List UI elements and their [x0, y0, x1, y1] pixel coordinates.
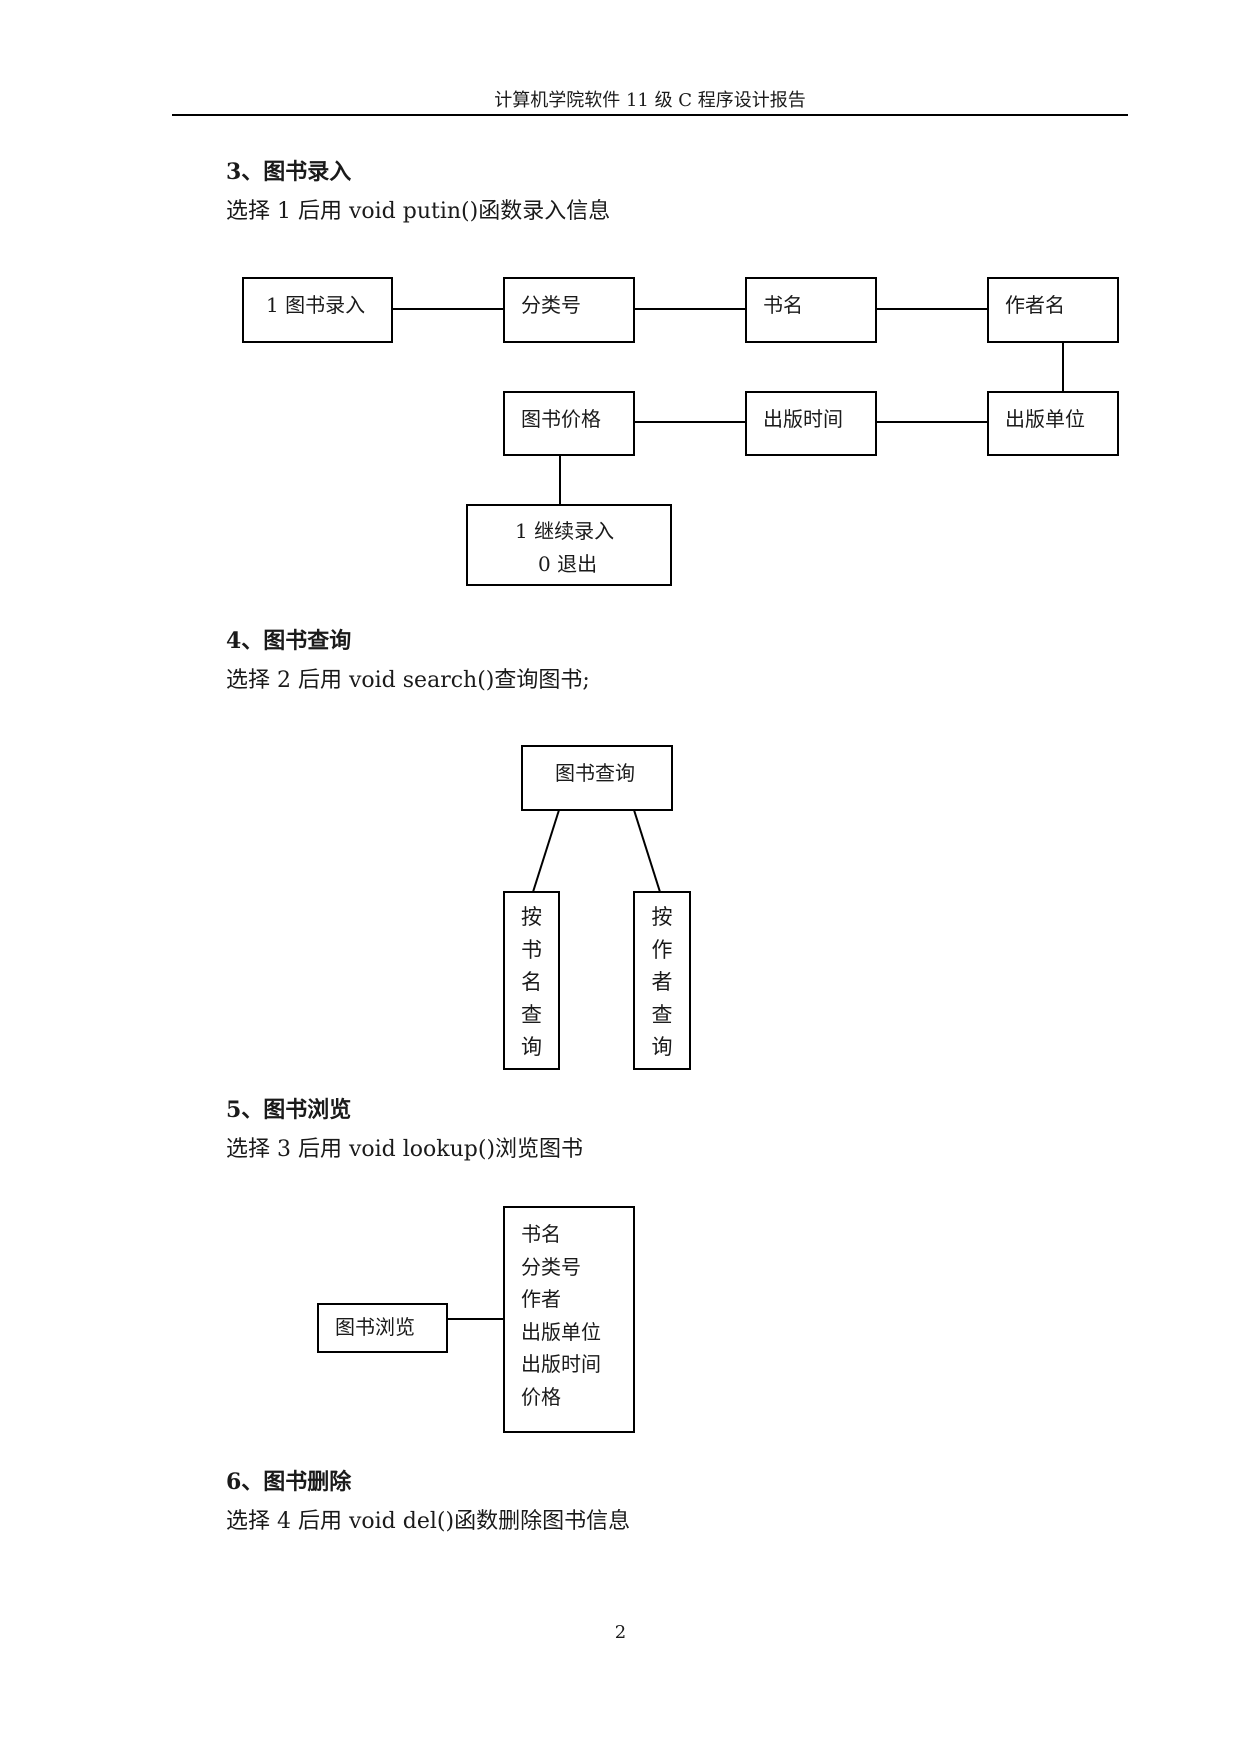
section-5-text: 选择 3 后用 void lookup()浏览图书 — [226, 1137, 584, 1162]
vertical-label: 按 书 名 查 询 — [505, 901, 558, 1064]
section-3-heading: 3、图书录入 — [226, 159, 352, 185]
field-item: 出版单位 — [521, 1319, 601, 1344]
field-item: 价格 — [521, 1384, 561, 1409]
char: 书 — [521, 937, 542, 962]
field-item: 出版时间 — [521, 1352, 601, 1376]
section-3-text: 选择 1 后用 void putin()函数录入信息 — [226, 199, 611, 224]
char: 名 — [521, 970, 542, 994]
connector — [634, 421, 746, 423]
box-book-browse: 图书浏览 — [317, 1303, 448, 1353]
box-book-price: 图书价格 — [503, 391, 635, 456]
header-rule — [172, 114, 1128, 116]
page-header: 计算机学院软件 11 级 C 程序设计报告 — [494, 90, 806, 111]
box-label: 分类号 — [521, 293, 581, 317]
box-search-by-author: 按 作 者 查 询 — [633, 891, 691, 1070]
field-list: 书名 分类号 作者 出版单位 出版时间 价格 — [521, 1218, 601, 1413]
char: 查 — [651, 1002, 673, 1027]
connector — [634, 308, 746, 310]
field-item: 作者 — [521, 1287, 561, 1311]
box-label: 书名 — [763, 293, 803, 317]
box-continue-or-exit: 1 继续录入 0 退出 — [466, 504, 672, 586]
option-exit: 0 退出 — [538, 552, 598, 576]
field-item: 分类号 — [521, 1254, 581, 1279]
char: 者 — [651, 970, 673, 994]
box-label: 作者名 — [1005, 293, 1065, 317]
option-continue: 1 继续录入 — [515, 519, 615, 543]
section-4-text: 选择 2 后用 void search()查询图书; — [226, 668, 590, 693]
connector-left — [532, 809, 560, 893]
section-4-heading: 4、图书查询 — [226, 628, 352, 654]
connector-right — [633, 809, 661, 893]
box-book-search: 图书查询 — [521, 745, 673, 811]
connector — [876, 308, 988, 310]
connector — [447, 1318, 504, 1320]
box-label: 图书价格 — [521, 407, 601, 431]
connector — [392, 308, 504, 310]
connector — [876, 421, 988, 423]
box-browse-fields: 书名 分类号 作者 出版单位 出版时间 价格 — [503, 1206, 635, 1433]
section-6-heading: 6、图书删除 — [226, 1469, 352, 1495]
box-author-name: 作者名 — [987, 277, 1119, 343]
char: 查 — [521, 1002, 542, 1027]
char: 作 — [651, 937, 673, 962]
connector — [559, 455, 561, 505]
box-label: 图书浏览 — [335, 1315, 415, 1339]
box-search-by-name: 按 书 名 查 询 — [503, 891, 560, 1070]
box-publish-time: 出版时间 — [745, 391, 877, 456]
box-publisher: 出版单位 — [987, 391, 1119, 456]
field-item: 书名 — [521, 1222, 561, 1246]
box-label: 1 图书录入 — [266, 293, 366, 317]
connector — [1062, 342, 1064, 392]
page-number: 2 — [614, 1622, 627, 1643]
box-label: 出版单位 — [1005, 407, 1085, 431]
box-book-entry: 1 图书录入 — [242, 277, 393, 343]
box-class-number: 分类号 — [503, 277, 635, 343]
char: 按 — [651, 905, 673, 929]
vertical-label: 按 作 者 查 询 — [635, 901, 689, 1064]
box-label: 图书查询 — [555, 761, 635, 785]
char: 询 — [521, 1035, 542, 1059]
box-book-name: 书名 — [745, 277, 877, 343]
box-label: 出版时间 — [763, 407, 843, 431]
char: 询 — [651, 1035, 673, 1059]
section-6-text: 选择 4 后用 void del()函数删除图书信息 — [226, 1509, 631, 1534]
char: 按 — [521, 905, 542, 929]
section-5-heading: 5、图书浏览 — [226, 1097, 352, 1123]
